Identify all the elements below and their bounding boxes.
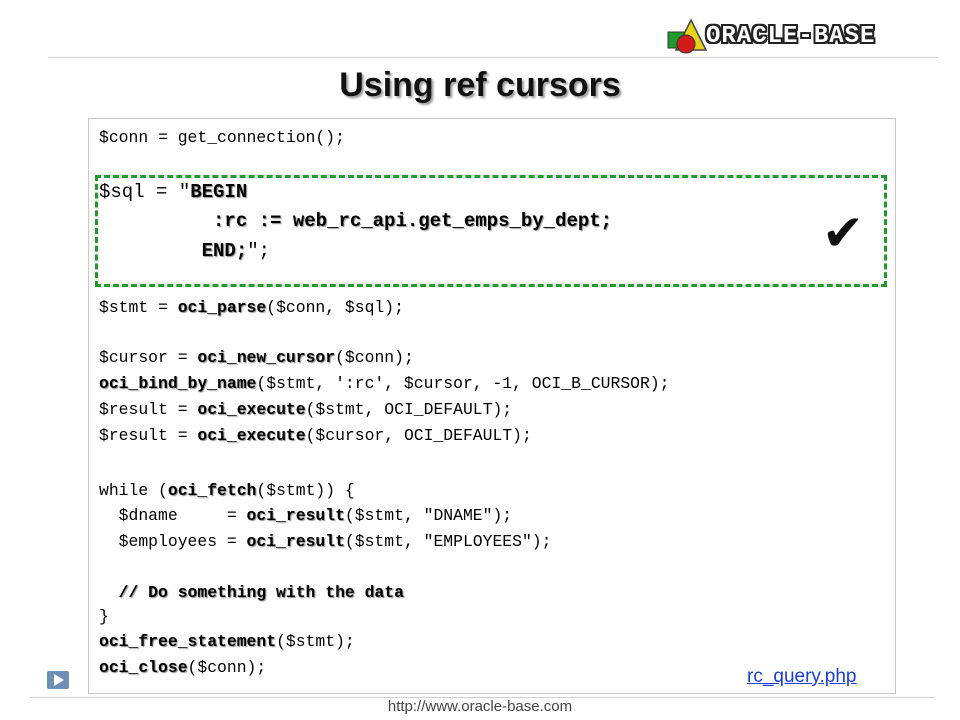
code-line-parse: $stmt = oci_parse($conn, $sql);	[99, 298, 404, 317]
code-line-execute-stmt: $result = oci_execute($stmt, OCI_DEFAULT…	[99, 400, 512, 419]
code-text: ";	[247, 240, 271, 262]
code-text: ($stmt, ':rc', $cursor, -1, OCI_B_CURSOR…	[256, 374, 670, 393]
code-text: ($conn);	[187, 658, 267, 677]
oracle-base-logo: ORACLE-BASE	[666, 12, 916, 56]
code-function: oci_close	[99, 658, 188, 677]
code-text: ($stmt, "DNAME");	[344, 506, 513, 525]
code-text: $result =	[99, 426, 198, 445]
code-text: }	[99, 607, 109, 626]
code-text: ($conn);	[335, 348, 414, 367]
code-line-sql-call: :rc := web_rc_api.get_emps_by_dept;	[99, 210, 612, 232]
code-line-close-brace: }	[99, 607, 109, 626]
slide-title: Using ref cursors	[339, 66, 621, 104]
code-text: $employees =	[99, 532, 247, 551]
code-function: oci_free_statement	[99, 632, 277, 651]
code-function: oci_parse	[177, 298, 267, 317]
code-function: oci_fetch	[167, 481, 257, 500]
next-slide-button[interactable]	[47, 671, 69, 689]
code-line-close: oci_close($conn);	[99, 658, 266, 677]
code-text: ($conn, $sql);	[266, 298, 404, 317]
code-function: oci_bind_by_name	[99, 374, 257, 393]
code-keyword: END;	[99, 240, 248, 262]
code-text: $stmt =	[99, 298, 178, 317]
footer-url: http://www.oracle-base.com	[387, 698, 573, 715]
logo-text: ORACLE-BASE	[706, 23, 876, 50]
code-function: oci_result	[246, 506, 345, 525]
code-text: ($cursor, OCI_DEFAULT);	[305, 426, 532, 445]
code-text: ($stmt)) {	[256, 481, 355, 500]
code-line-employees: $employees = oci_result($stmt, "EMPLOYEE…	[99, 532, 552, 551]
code-line-bind: oci_bind_by_name($stmt, ':rc', $cursor, …	[99, 374, 670, 393]
header-divider	[48, 57, 938, 58]
code-function: oci_new_cursor	[197, 348, 336, 367]
code-line-execute-cursor: $result = oci_execute($cursor, OCI_DEFAU…	[99, 426, 532, 445]
code-line-sql-begin: $sql = "BEGIN	[99, 181, 247, 203]
code-line-while: while (oci_fetch($stmt)) {	[99, 481, 355, 500]
code-text: $conn = get_connection();	[99, 128, 345, 147]
code-line-dname: $dname = oci_result($stmt, "DNAME");	[99, 506, 512, 525]
code-line-free: oci_free_statement($stmt);	[99, 632, 355, 651]
code-function: oci_execute	[197, 400, 306, 419]
code-function: oci_result	[246, 532, 345, 551]
code-text: $sql = "	[99, 181, 191, 203]
code-keyword: :rc := web_rc_api.get_emps_by_dept;	[99, 210, 613, 232]
code-line-sql-end: END;";	[99, 240, 270, 262]
code-panel	[88, 118, 896, 694]
code-keyword: BEGIN	[190, 181, 248, 203]
code-text: ($stmt);	[276, 632, 355, 651]
code-line-comment: // Do something with the data	[99, 583, 404, 602]
footer-divider	[30, 697, 935, 698]
highlight-box	[95, 175, 887, 287]
code-text: $dname =	[99, 506, 247, 525]
code-text: while (	[99, 481, 168, 500]
code-comment: // Do something with the data	[99, 583, 404, 602]
check-icon: ✔	[822, 204, 864, 262]
code-function: oci_execute	[197, 426, 306, 445]
code-text: $result =	[99, 400, 198, 419]
code-text: $cursor =	[99, 348, 198, 367]
file-link[interactable]: rc_query.php	[747, 666, 857, 687]
code-line-new-cursor: $cursor = oci_new_cursor($conn);	[99, 348, 414, 367]
logo-mark-icon	[667, 18, 708, 54]
code-line-connection: $conn = get_connection();	[99, 128, 345, 147]
code-text: ($stmt, "EMPLOYEES");	[344, 532, 552, 551]
play-icon	[54, 674, 64, 686]
code-text: ($stmt, OCI_DEFAULT);	[305, 400, 513, 419]
